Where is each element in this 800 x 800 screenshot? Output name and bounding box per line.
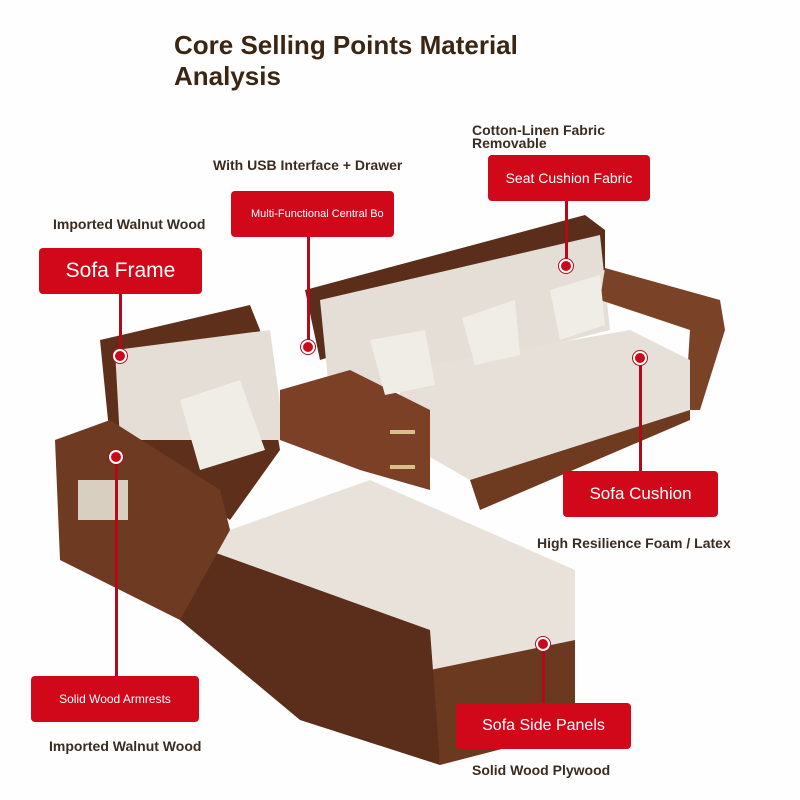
armrests-caption: Imported Walnut Wood [49, 738, 202, 754]
page-title: Core Selling Points Material Analysis [174, 30, 518, 91]
frame-marker-dot [113, 349, 127, 363]
armrests-label-badge: Solid Wood Armrests [31, 676, 199, 722]
seat-marker-dot [559, 259, 573, 273]
panels-marker-dot [536, 637, 550, 651]
cushion-caption: High Resilience Foam / Latex [537, 535, 731, 551]
seat-leader-line [565, 198, 568, 266]
frame-caption: Imported Walnut Wood [53, 216, 206, 232]
seat-label-badge: Seat Cushion Fabric [488, 155, 650, 201]
cushion-leader-line [639, 358, 642, 473]
usb-caption: With USB Interface + Drawer [213, 157, 403, 173]
armrests-leader-line [115, 458, 118, 678]
usb-leader-line [307, 236, 310, 346]
frame-leader-line [119, 292, 122, 352]
armrests-marker-dot [109, 450, 123, 464]
panels-label-badge: Sofa Side Panels [456, 703, 631, 749]
usb-marker-dot [301, 340, 315, 354]
panels-leader-line [542, 644, 545, 704]
cushion-label-badge: Sofa Cushion [563, 471, 718, 517]
seat-caption: Cotton-Linen Fabric Removable [472, 122, 605, 151]
frame-label-badge: Sofa Frame [39, 248, 202, 294]
panels-caption: Solid Wood Plywood [472, 762, 611, 778]
usb-label-badge: Multi-Functional Central Bo [231, 191, 394, 237]
cushion-marker-dot [633, 351, 647, 365]
